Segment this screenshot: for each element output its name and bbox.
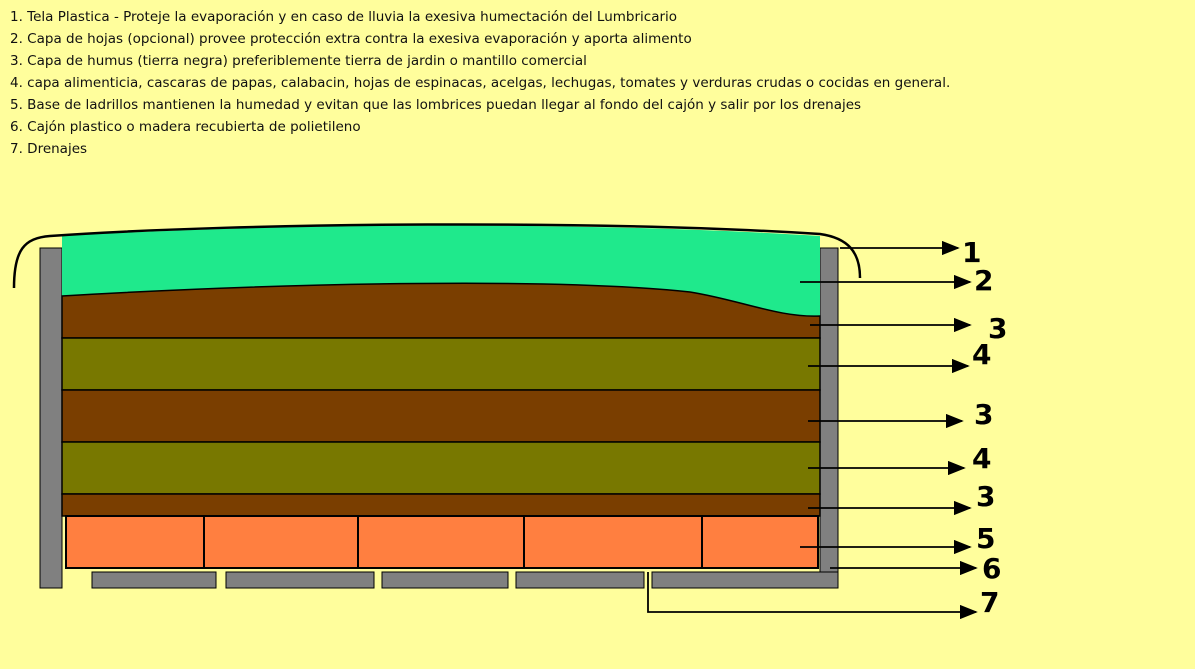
legend-item-6: 6. Cajón plastico o madera recubierta de… bbox=[10, 119, 361, 135]
legend-item-2: 2. Capa de hojas (opcional) provee prote… bbox=[10, 31, 692, 47]
food-layer-upper bbox=[61, 337, 821, 391]
callout-6: 6 bbox=[982, 552, 1001, 585]
humus-layer-middle bbox=[61, 389, 821, 443]
callout-4b: 4 bbox=[972, 442, 991, 475]
legend-item-3: 3. Capa de humus (tierra negra) preferib… bbox=[10, 53, 587, 69]
plastic-sheet-cover bbox=[12, 223, 862, 289]
legend-item-1: 1. Tela Plastica - Proteje la evaporació… bbox=[10, 9, 678, 25]
legend-item-5: 5. Base de ladrillos mantienen la humeda… bbox=[10, 97, 862, 113]
callout-3b: 3 bbox=[974, 398, 993, 431]
callout-1: 1 bbox=[962, 236, 981, 269]
brick-base bbox=[65, 515, 819, 569]
legend-item-7: 7. Drenajes bbox=[10, 141, 88, 157]
box-bottom-segments bbox=[91, 571, 839, 589]
box-left-wall bbox=[39, 247, 63, 589]
callout-2: 2 bbox=[974, 264, 993, 297]
arrow-7 bbox=[647, 572, 978, 620]
legend-text: 1. Tela Plastica - Proteje la evaporació… bbox=[10, 6, 1180, 160]
leaves-layer bbox=[62, 225, 820, 317]
callout-3a: 3 bbox=[988, 312, 1007, 345]
callout-7: 7 bbox=[980, 586, 999, 619]
humus-layer-bottom bbox=[61, 493, 821, 517]
food-layer-lower bbox=[61, 441, 821, 495]
humus-layer-top bbox=[61, 282, 821, 339]
legend-item-4: 4. capa alimenticia, cascaras de papas, … bbox=[10, 75, 951, 91]
callout-4a: 4 bbox=[972, 338, 991, 371]
box-right-wall bbox=[819, 247, 839, 589]
callout-3c: 3 bbox=[976, 480, 995, 513]
callout-5: 5 bbox=[976, 522, 995, 555]
